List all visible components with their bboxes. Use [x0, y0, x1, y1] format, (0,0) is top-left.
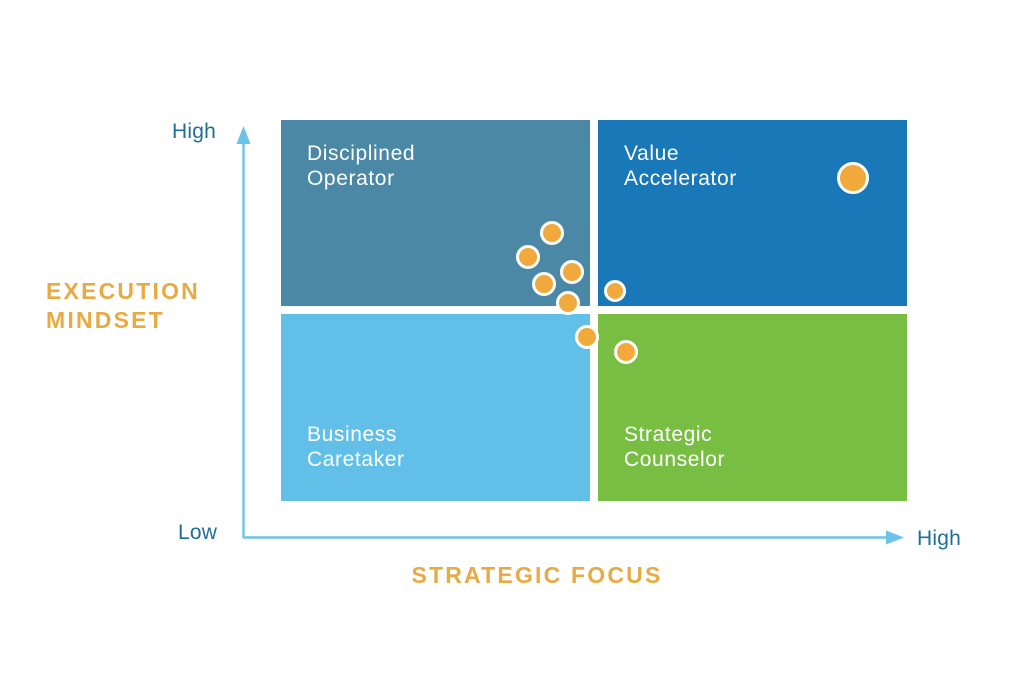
data-point[interactable] [604, 280, 626, 302]
quadrant-label-value-accelerator: Value Accelerator [624, 142, 737, 190]
data-point[interactable] [556, 291, 580, 315]
quadrant-strategic-counselor[interactable]: Strategic Counselor [598, 314, 907, 501]
quadrant-label-strategic-counselor: Strategic Counselor [624, 423, 726, 472]
quadrant-label-disciplined-operator: Disciplined Operator [307, 142, 416, 190]
quadrant-label-business-caretaker: Business Caretaker [307, 423, 405, 472]
y-axis-high-label: High [172, 120, 216, 143]
y-axis-low-label: Low [178, 521, 218, 544]
data-point[interactable] [575, 325, 599, 349]
data-point[interactable] [516, 245, 540, 269]
data-point[interactable] [540, 221, 564, 245]
quadrant-business-caretaker[interactable]: Business Caretaker [281, 314, 590, 501]
quadrant-value-accelerator[interactable]: Value Accelerator [598, 120, 907, 306]
y-axis-title: EXECUTION MINDSET [46, 278, 200, 334]
data-point[interactable] [837, 162, 869, 194]
data-point[interactable] [532, 272, 556, 296]
data-point[interactable] [560, 260, 584, 284]
quadrant-grid: Disciplined Operator Value Accelerator B… [281, 120, 907, 501]
data-point[interactable] [614, 340, 638, 364]
x-axis-high-label: High [917, 527, 961, 550]
x-axis-title: STRATEGIC FOCUS [411, 562, 663, 588]
